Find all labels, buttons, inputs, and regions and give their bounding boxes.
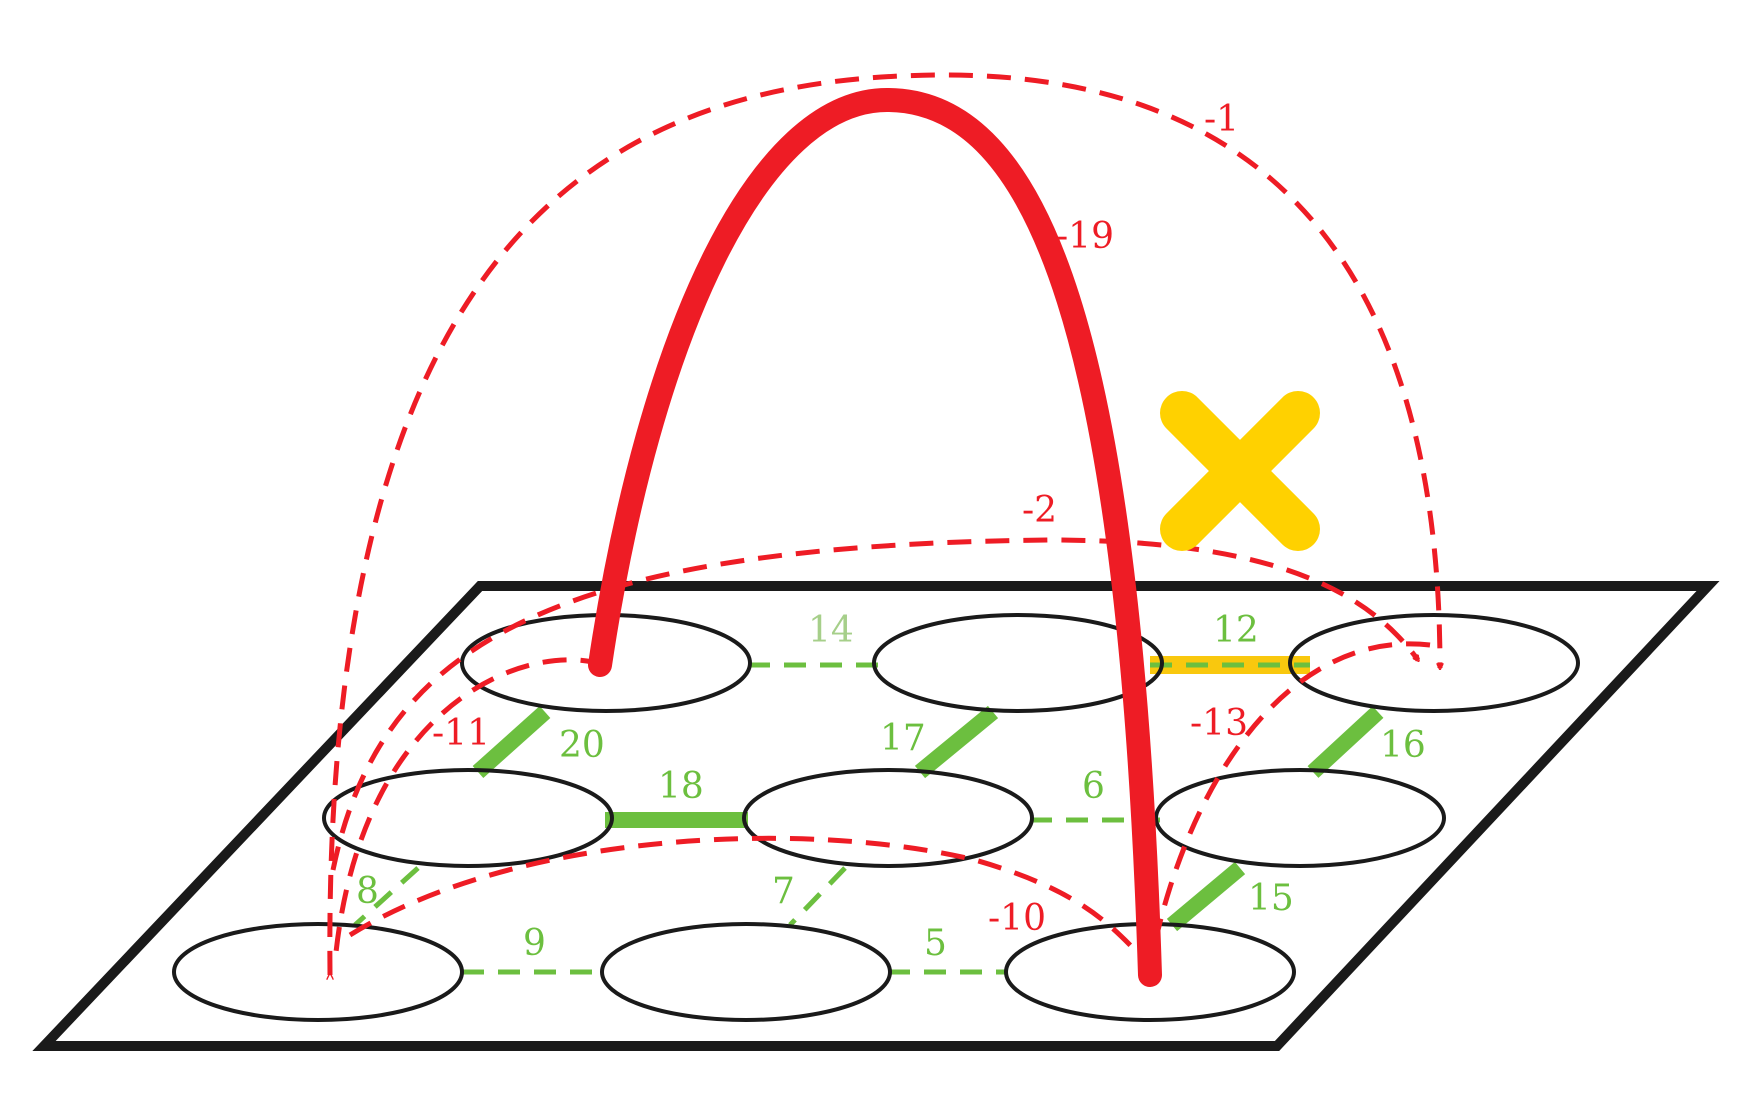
label-edge-20: 20 xyxy=(559,725,605,766)
label-edge-8: 8 xyxy=(356,871,379,912)
label-edge-neg-1: -1 xyxy=(1204,99,1239,140)
label-edge-12: 12 xyxy=(1213,610,1259,651)
label-edge-5: 5 xyxy=(924,923,947,964)
label-edge-neg-2: -2 xyxy=(1022,490,1057,531)
label-edge-15: 15 xyxy=(1248,878,1294,919)
edge-neg-13 xyxy=(1155,641,1431,931)
label-edge-neg-19: -19 xyxy=(1056,216,1114,257)
label-edge-16: 16 xyxy=(1380,725,1426,766)
nodes xyxy=(172,613,1580,1022)
edge-17 xyxy=(914,705,999,779)
label-edge-7: 7 xyxy=(772,871,795,912)
edge-neg-19 xyxy=(588,87,1162,987)
blocked-cross-icon xyxy=(1160,391,1320,551)
edge-neg-10 xyxy=(348,835,1142,957)
label-edge-14: 14 xyxy=(808,610,854,651)
board-plane xyxy=(32,581,1720,1051)
node-n7 xyxy=(172,922,464,1022)
label-edge-neg-10: -10 xyxy=(988,898,1046,939)
label-edge-neg-13: -13 xyxy=(1190,703,1248,744)
node-n3 xyxy=(1288,613,1580,713)
edge-neg-1 xyxy=(330,72,1440,975)
edge-16 xyxy=(1307,706,1384,778)
node-n5 xyxy=(742,768,1034,868)
edge-7 xyxy=(788,866,847,927)
label-edge-6: 6 xyxy=(1082,766,1105,807)
label-edge-neg-11: -11 xyxy=(432,713,490,754)
edge-15 xyxy=(1166,861,1246,932)
edge-neg-2 xyxy=(330,537,1418,871)
negative-edges xyxy=(330,72,1440,987)
node-n8 xyxy=(600,922,892,1022)
label-edge-9: 9 xyxy=(523,923,546,964)
label-edge-17: 17 xyxy=(880,718,926,759)
edge-neg-11 xyxy=(332,657,605,963)
label-edge-18: 18 xyxy=(658,766,704,807)
edge-labels: 14 12 20 17 16 18 6 8 7 15 9 5 -19 -1 -2… xyxy=(356,99,1426,964)
